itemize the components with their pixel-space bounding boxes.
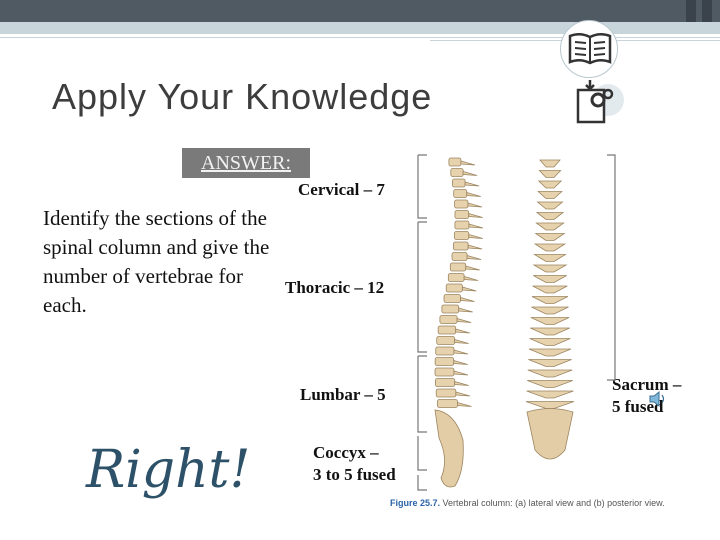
vertebra-lateral: [437, 325, 457, 335]
top-bar: [0, 0, 720, 22]
coccyx-label: Coccyx – 3 to 5 fused: [313, 442, 396, 486]
vertebra-lateral: [447, 273, 465, 282]
figure-number: Figure 25.7.: [390, 498, 441, 508]
figure-caption-text: Vertebral column: (a) lateral view and (…: [442, 498, 665, 508]
vertebra-posterior: [528, 359, 572, 367]
vertebra-posterior: [538, 170, 562, 178]
coccyx-label-line2: 3 to 5 fused: [313, 465, 396, 484]
vertebra-posterior: [537, 180, 563, 189]
vertebra-posterior: [533, 254, 567, 262]
vertebra-lateral: [439, 315, 458, 324]
vertebra-process: [458, 307, 473, 313]
vertebra-process: [461, 286, 477, 292]
cervical-label: Cervical – 7: [298, 180, 385, 199]
speaker-icon[interactable]: [648, 390, 668, 408]
vertebra-posterior: [532, 264, 568, 273]
vertebra-lateral: [441, 304, 460, 314]
document-gear-icon: [576, 80, 624, 124]
vertebra-process: [467, 244, 483, 250]
vertebra-posterior: [533, 275, 567, 283]
slide-title: Apply Your Knowledge: [52, 76, 433, 117]
lumbar-label: Lumbar – 5: [300, 385, 386, 404]
thoracic-label: Thoracic – 12: [285, 278, 385, 297]
divider: [0, 37, 720, 38]
vertebra-posterior: [539, 159, 561, 168]
vertebra-posterior: [535, 212, 565, 220]
vertebra-posterior: [525, 401, 575, 409]
vertebra-process: [463, 275, 479, 281]
vertebra-posterior: [533, 243, 567, 252]
vertebra-process: [454, 338, 469, 344]
vertebra-process: [460, 160, 476, 166]
vertebra-process: [468, 233, 483, 239]
top-bar-accent-strip: [702, 0, 712, 22]
vertebra-lateral: [443, 294, 461, 303]
vertebra-lateral: [452, 178, 466, 188]
vertebra-posterior: [530, 327, 570, 336]
vertebra-process: [467, 202, 483, 208]
vertebra-lateral: [445, 283, 463, 293]
question-text: Identify the sections of the spinal colu…: [43, 206, 270, 317]
vertebra-posterior: [526, 390, 574, 399]
vertebra-process: [465, 265, 480, 271]
vertebra-posterior: [537, 191, 563, 199]
vertebra-process: [462, 170, 478, 176]
vertebra-posterior: [532, 285, 568, 294]
vertebra-lateral: [448, 157, 462, 167]
vertebra-posterior: [528, 348, 572, 357]
vertebra-process: [466, 254, 482, 260]
vertebra-process: [455, 328, 470, 334]
sacrum-label-line1: Sacrum –: [612, 375, 682, 394]
vertebra-lateral: [453, 189, 468, 198]
vertebra-lateral: [437, 399, 458, 408]
vertebra-lateral: [435, 346, 455, 356]
vertebra-posterior: [527, 369, 573, 378]
vertebra-lateral: [434, 367, 455, 377]
vertebra-process: [464, 181, 480, 187]
vertebra-process: [453, 349, 469, 355]
vertebra-lateral: [454, 199, 469, 209]
vertebra-lateral: [452, 241, 469, 251]
vertebra-lateral: [435, 388, 457, 398]
vertebra-process: [460, 296, 475, 302]
vertebra-lateral: [453, 231, 470, 240]
vertebra-process: [455, 391, 470, 397]
vertebra-process: [468, 223, 484, 229]
vertebra-posterior: [531, 296, 569, 304]
answer-label: ANSWER:: [182, 148, 310, 178]
book-icon: [568, 33, 612, 65]
vertebra-lateral: [454, 210, 470, 219]
vertebra-lateral: [449, 262, 467, 272]
vertebra-process: [456, 317, 472, 323]
vertebra-lateral: [434, 378, 456, 387]
vertebra-posterior: [535, 222, 565, 231]
figure-caption: Figure 25.7. Vertebral column: (a) later…: [390, 498, 665, 508]
vertebra-lateral: [434, 357, 455, 366]
spine-illustration: [417, 154, 616, 491]
vertebra-process: [453, 359, 468, 365]
vertebra-posterior: [536, 201, 564, 210]
top-bar-accent-strip: [686, 0, 696, 22]
vertebra-posterior: [529, 338, 571, 346]
vertebra-process: [453, 370, 469, 376]
vertebra-lateral: [454, 220, 470, 230]
vertebra-lateral: [451, 252, 468, 261]
vertebra-posterior: [534, 233, 566, 241]
vertebra-process: [466, 191, 481, 197]
top-accent-band: [0, 22, 720, 34]
vertebra-process: [468, 212, 483, 218]
coccyx-label-line1: Coccyx –: [313, 443, 379, 462]
vertebra-posterior: [530, 317, 570, 325]
feedback-text: Right!: [86, 440, 251, 500]
vertebra-lateral: [450, 168, 464, 177]
vertebra-process: [457, 401, 472, 407]
vertebra-lateral: [436, 336, 456, 345]
vertebra-posterior: [531, 306, 569, 315]
vertebra-process: [454, 380, 469, 386]
vertebra-posterior: [527, 380, 573, 388]
